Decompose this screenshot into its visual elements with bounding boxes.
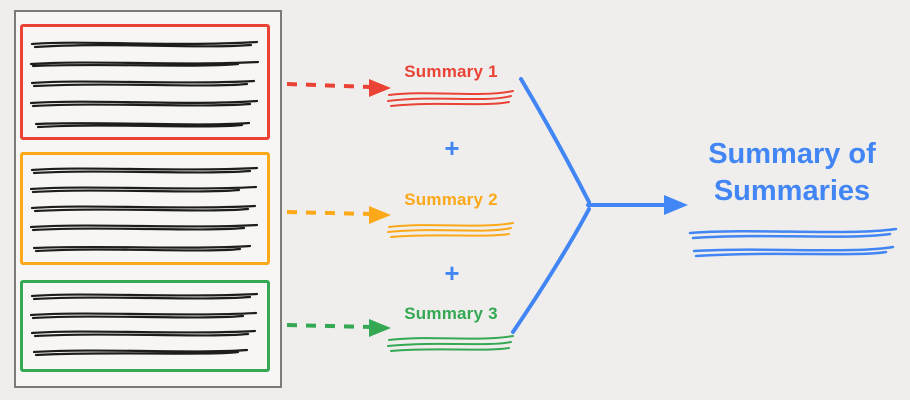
result-label: Summary of Summaries (686, 136, 898, 210)
summary-2-scribble (387, 222, 514, 238)
summary-1-scribble (387, 90, 514, 107)
dashed-arrow-shaft (286, 210, 372, 216)
merge-line-top (519, 77, 591, 204)
plus-operator-2: + (444, 258, 460, 288)
dashed-arrow-shaft (286, 323, 372, 329)
merge-arrow-icon (511, 77, 688, 334)
summary-scribble-line (387, 222, 514, 238)
merge-line-bottom (511, 207, 591, 334)
document-box (14, 10, 282, 388)
result-label-line-2: Summaries (713, 175, 871, 207)
summary-3-scribble (387, 335, 514, 352)
document-section-2 (20, 152, 270, 265)
summary-scribble-line (387, 90, 514, 107)
plus-operator-1: + (444, 133, 460, 163)
arrow-head-icon (664, 195, 688, 215)
result-scribble-line (692, 245, 895, 258)
result-label-line-1: Summary of (708, 138, 876, 170)
summary-2-label: Summary 2 (404, 190, 498, 209)
document-section-1 (20, 24, 270, 140)
dashed-arrow-shaft (286, 82, 372, 89)
dashed-arrow-2-icon (286, 206, 391, 224)
document-section-3 (20, 280, 270, 372)
summary-3-label: Summary 3 (404, 304, 498, 323)
dashed-arrow-3-icon (286, 319, 391, 337)
result-scribble-line (688, 227, 898, 240)
result-scribble (688, 227, 898, 258)
summary-scribble-line (387, 335, 514, 352)
summary-1-label: Summary 1 (404, 62, 498, 81)
dashed-arrow-1-icon (286, 79, 391, 97)
